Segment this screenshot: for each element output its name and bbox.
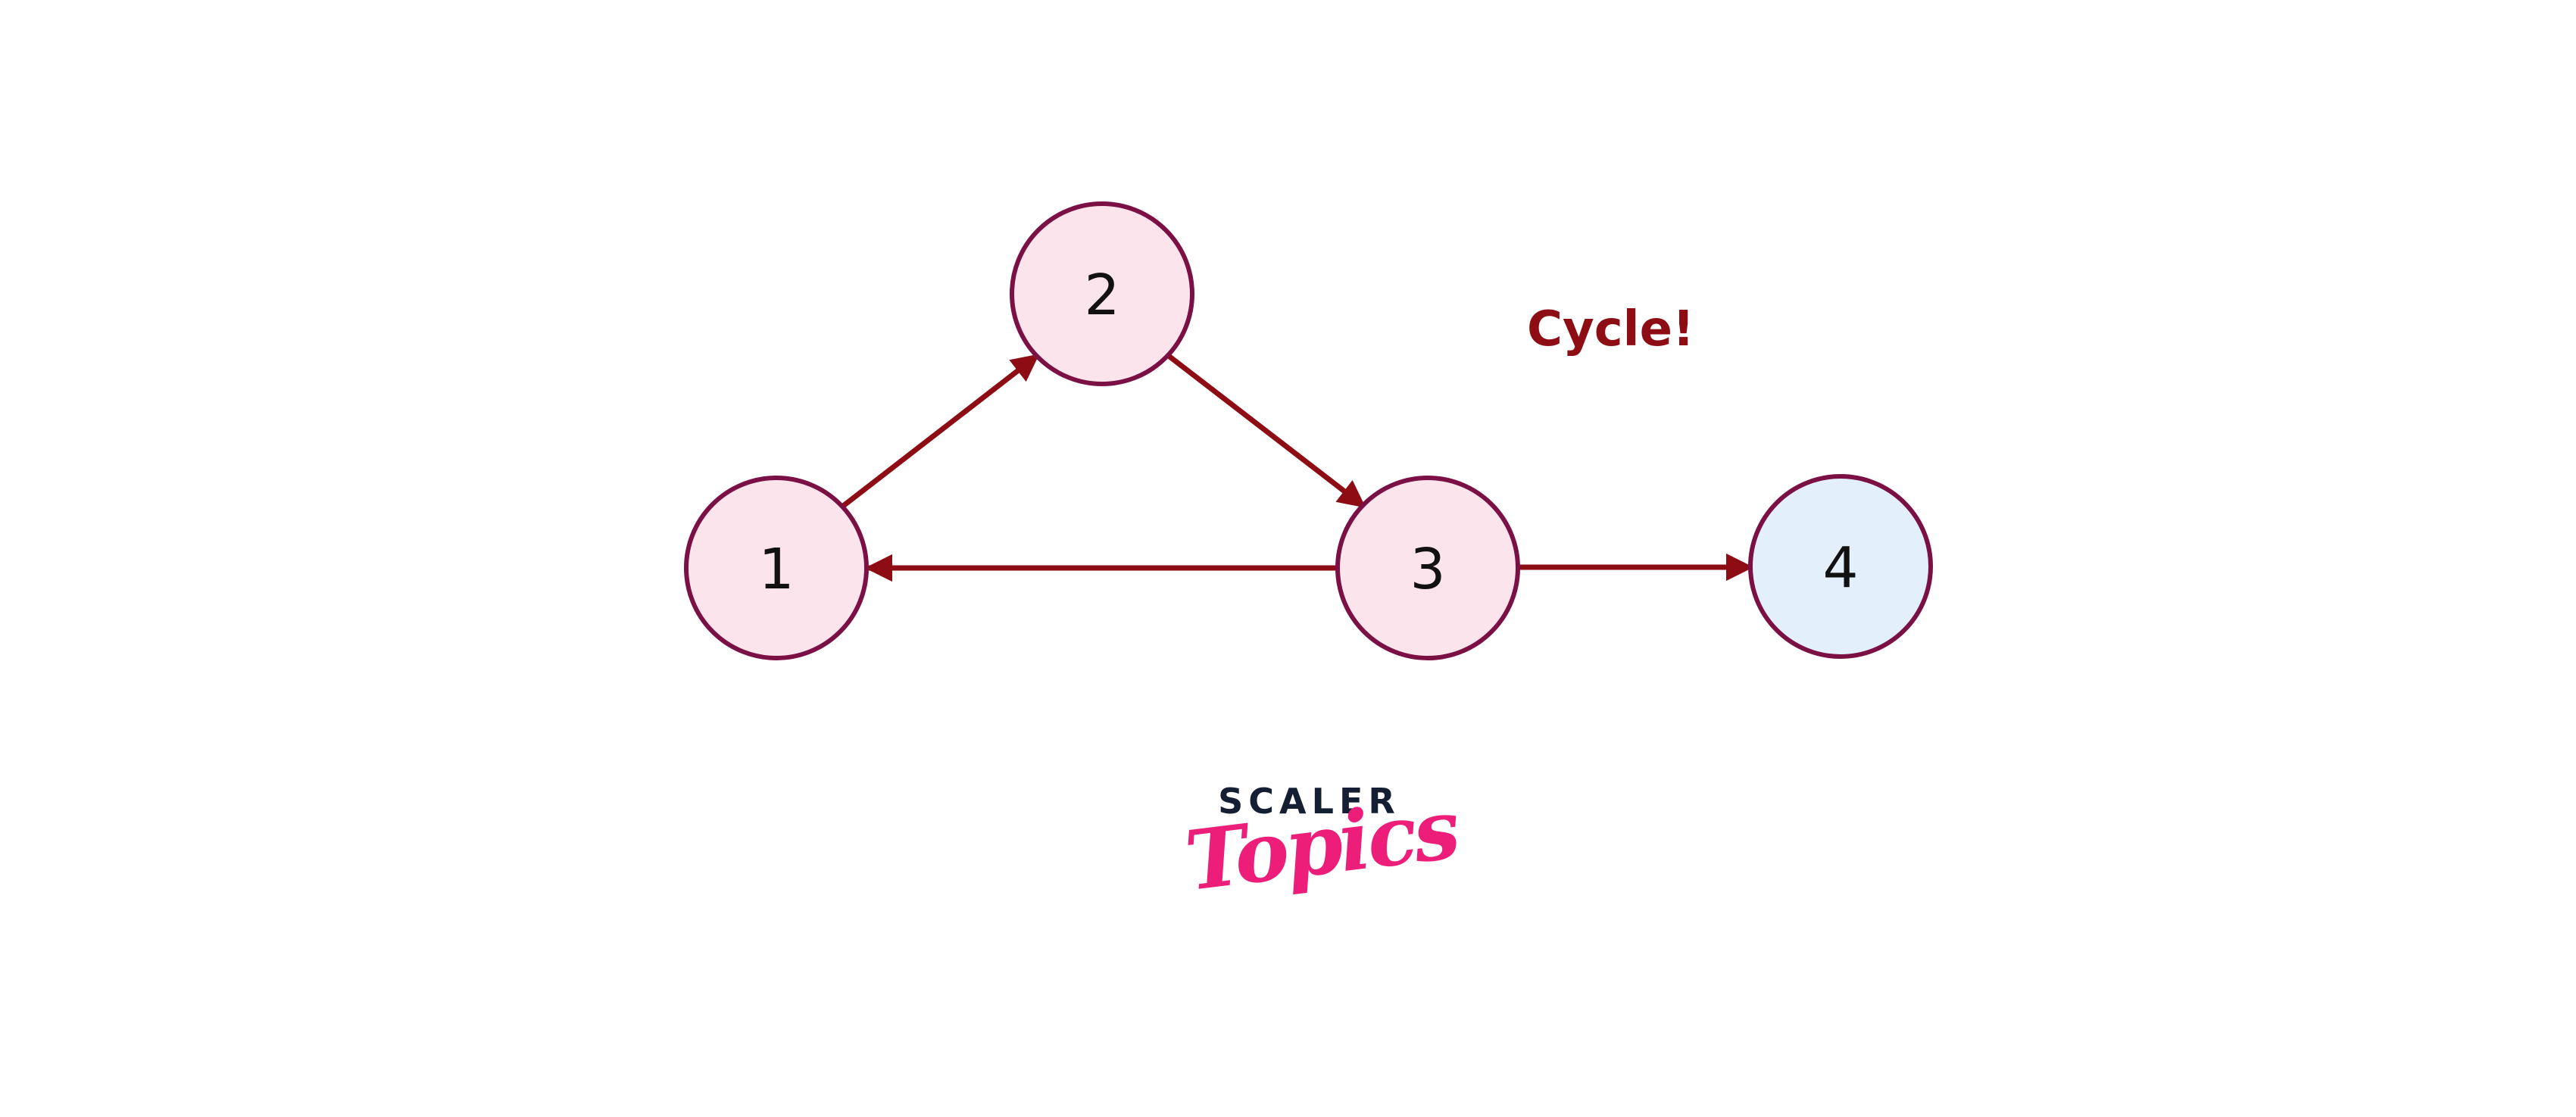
node-label-4: 4 <box>1822 535 1858 601</box>
cycle-annotation-label: Cycle! <box>1527 301 1694 357</box>
edge-layer <box>840 354 1754 582</box>
node-layer: 1 2 3 4 <box>684 201 1933 660</box>
graph-node-3[interactable]: 3 <box>1335 476 1520 660</box>
node-label-1: 1 <box>758 537 794 602</box>
node-circle-4[interactable] <box>1748 474 1933 659</box>
node-circle-2[interactable] <box>1010 201 1194 386</box>
edge-1-to-2 <box>840 354 1040 509</box>
scaler-wordmark: SCALER <box>1218 781 1400 822</box>
node-circle-3[interactable] <box>1335 476 1520 660</box>
graph-node-1[interactable]: 1 <box>684 476 869 660</box>
edge-2-to-3 <box>1166 354 1366 508</box>
graph-node-2[interactable]: 2 <box>1010 201 1194 386</box>
annotation-layer: Cycle! <box>1527 301 1694 357</box>
node-circle-1[interactable] <box>684 476 869 660</box>
graph-node-4[interactable]: 4 <box>1748 474 1933 659</box>
node-label-2: 2 <box>1084 263 1119 328</box>
scaler-topics-logo: SCALER Topics <box>1181 781 1463 973</box>
node-label-3: 3 <box>1410 537 1445 602</box>
